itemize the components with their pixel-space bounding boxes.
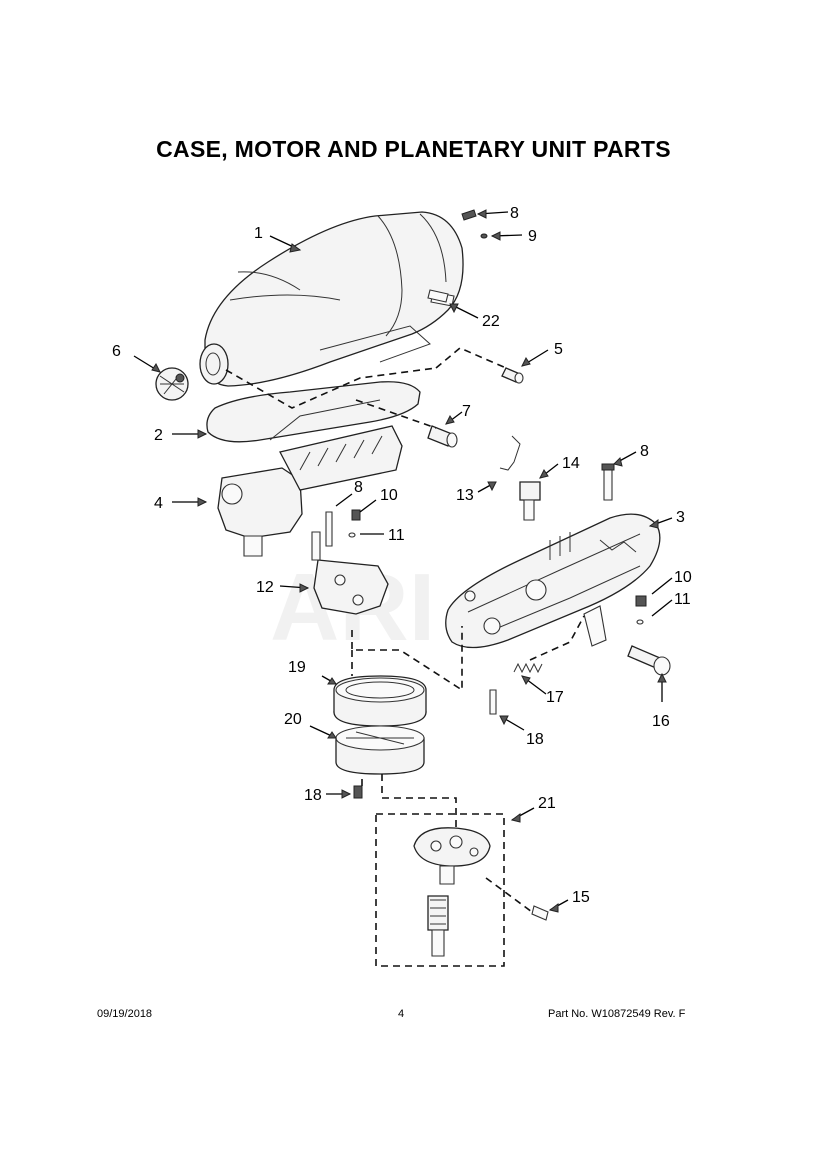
callout-21: 21 [538,795,556,812]
footer-part-number: Part No. W10872549 Rev. F [548,1008,686,1020]
callout-15: 15 [572,889,590,906]
callout-20: 20 [284,711,302,728]
part-6-end-cap [155,367,189,401]
callout-3: 3 [676,509,685,526]
part-14-pin [519,481,541,521]
part-4-motor [217,425,403,557]
part-1-case [199,211,464,387]
callout-10-right: 10 [674,569,692,586]
callout-18-right: 18 [526,731,544,748]
callout-8-top: 8 [510,205,519,222]
part-21-group [375,813,505,967]
callout-12: 12 [256,579,274,596]
callout-4: 4 [154,495,163,512]
part-16-bolt [627,645,671,676]
callout-5: 5 [554,341,563,358]
callout-7: 7 [462,403,471,420]
part-5-screw [501,367,524,384]
part-3-base [445,513,661,649]
callout-13: 13 [456,487,474,504]
callout-labels: 1 8 9 22 5 6 2 7 4 8 10 11 12 13 14 8 3 … [112,205,692,906]
part-10-nut-left [351,509,361,521]
part-18-screw-left [353,785,363,799]
callout-1: 1 [254,225,263,242]
callout-2: 2 [154,427,163,444]
callout-6: 6 [112,343,121,360]
leader-lines [133,211,673,911]
part-9-washer [480,233,488,239]
page-title: CASE, MOTOR AND PLANETARY UNIT PARTS [156,136,671,162]
arrowheads [151,209,667,913]
part-11-washer-left [348,532,356,538]
part-20-planetary [335,725,425,775]
callout-8-right: 8 [640,443,649,460]
callout-17: 17 [546,689,564,706]
part-8-screw-top [461,209,477,221]
part-15-pin [531,905,549,921]
part-8-screw-right [601,463,615,501]
callout-11-left: 11 [388,527,405,544]
part-18-screw-right [489,689,497,715]
footer-page-number: 4 [398,1008,405,1020]
callout-9: 9 [528,228,537,245]
callout-22: 22 [482,313,500,330]
part-12-bracket [311,511,389,615]
footer-date: 09/19/2018 [97,1008,153,1020]
part-7-screw [427,425,458,448]
callout-16: 16 [652,713,670,730]
callout-8-mid: 8 [354,479,363,496]
callout-18-left: 18 [304,787,322,804]
part-2-gear-housing [206,381,421,443]
callout-10-left: 10 [380,487,398,504]
part-22-badge [427,289,449,303]
part-10-nut-right [635,595,647,607]
assembly-dashed-lines [225,347,585,913]
callout-14: 14 [562,455,580,472]
callout-11-right: 11 [674,591,691,608]
callout-19: 19 [288,659,306,676]
part-11-washer-right [636,619,644,625]
part-13-clip [499,435,521,471]
part-19-ring [333,675,427,727]
part-17-spring [513,662,543,674]
